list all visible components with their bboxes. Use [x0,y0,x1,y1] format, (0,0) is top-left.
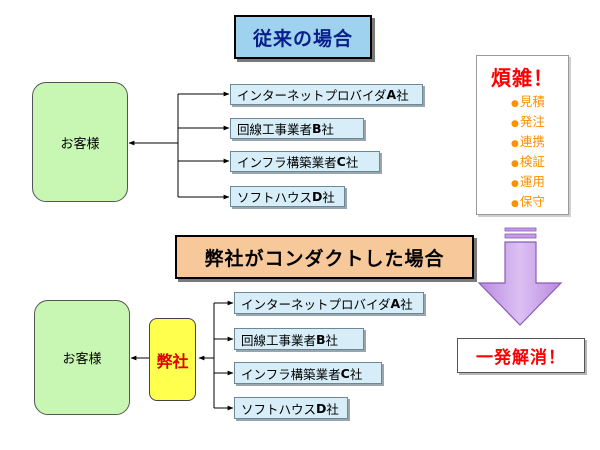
task-item: ●連携 [511,134,545,149]
complexity-box: 煩雑！ ●見積 ●発注 ●連携 ●検証 ●運用 ●保守 [476,55,569,215]
task-item: ●見積 [511,94,545,109]
solved-at-once-label: 一発解消！ [457,338,585,373]
complexity-title: 煩雑！ [491,66,554,90]
customer-box-bottom: お客様 [34,300,130,415]
title-with-us: 弊社がコンダクトした場合 [175,235,474,279]
down-arrow-icon [477,227,563,326]
task-item: ●発注 [511,114,545,129]
our-company-hub: 弊社 [149,318,196,401]
title-conventional: 従来の場合 [234,15,372,59]
task-list: ●見積 ●発注 ●連携 ●検証 ●運用 ●保守 [477,93,568,213]
task-item: ●保守 [511,194,545,209]
bottom-connectors [130,300,234,411]
task-item: ●運用 [511,174,545,189]
task-item: ●検証 [511,154,545,169]
customer-box-top: お客様 [32,82,128,202]
top-connectors [128,91,230,200]
